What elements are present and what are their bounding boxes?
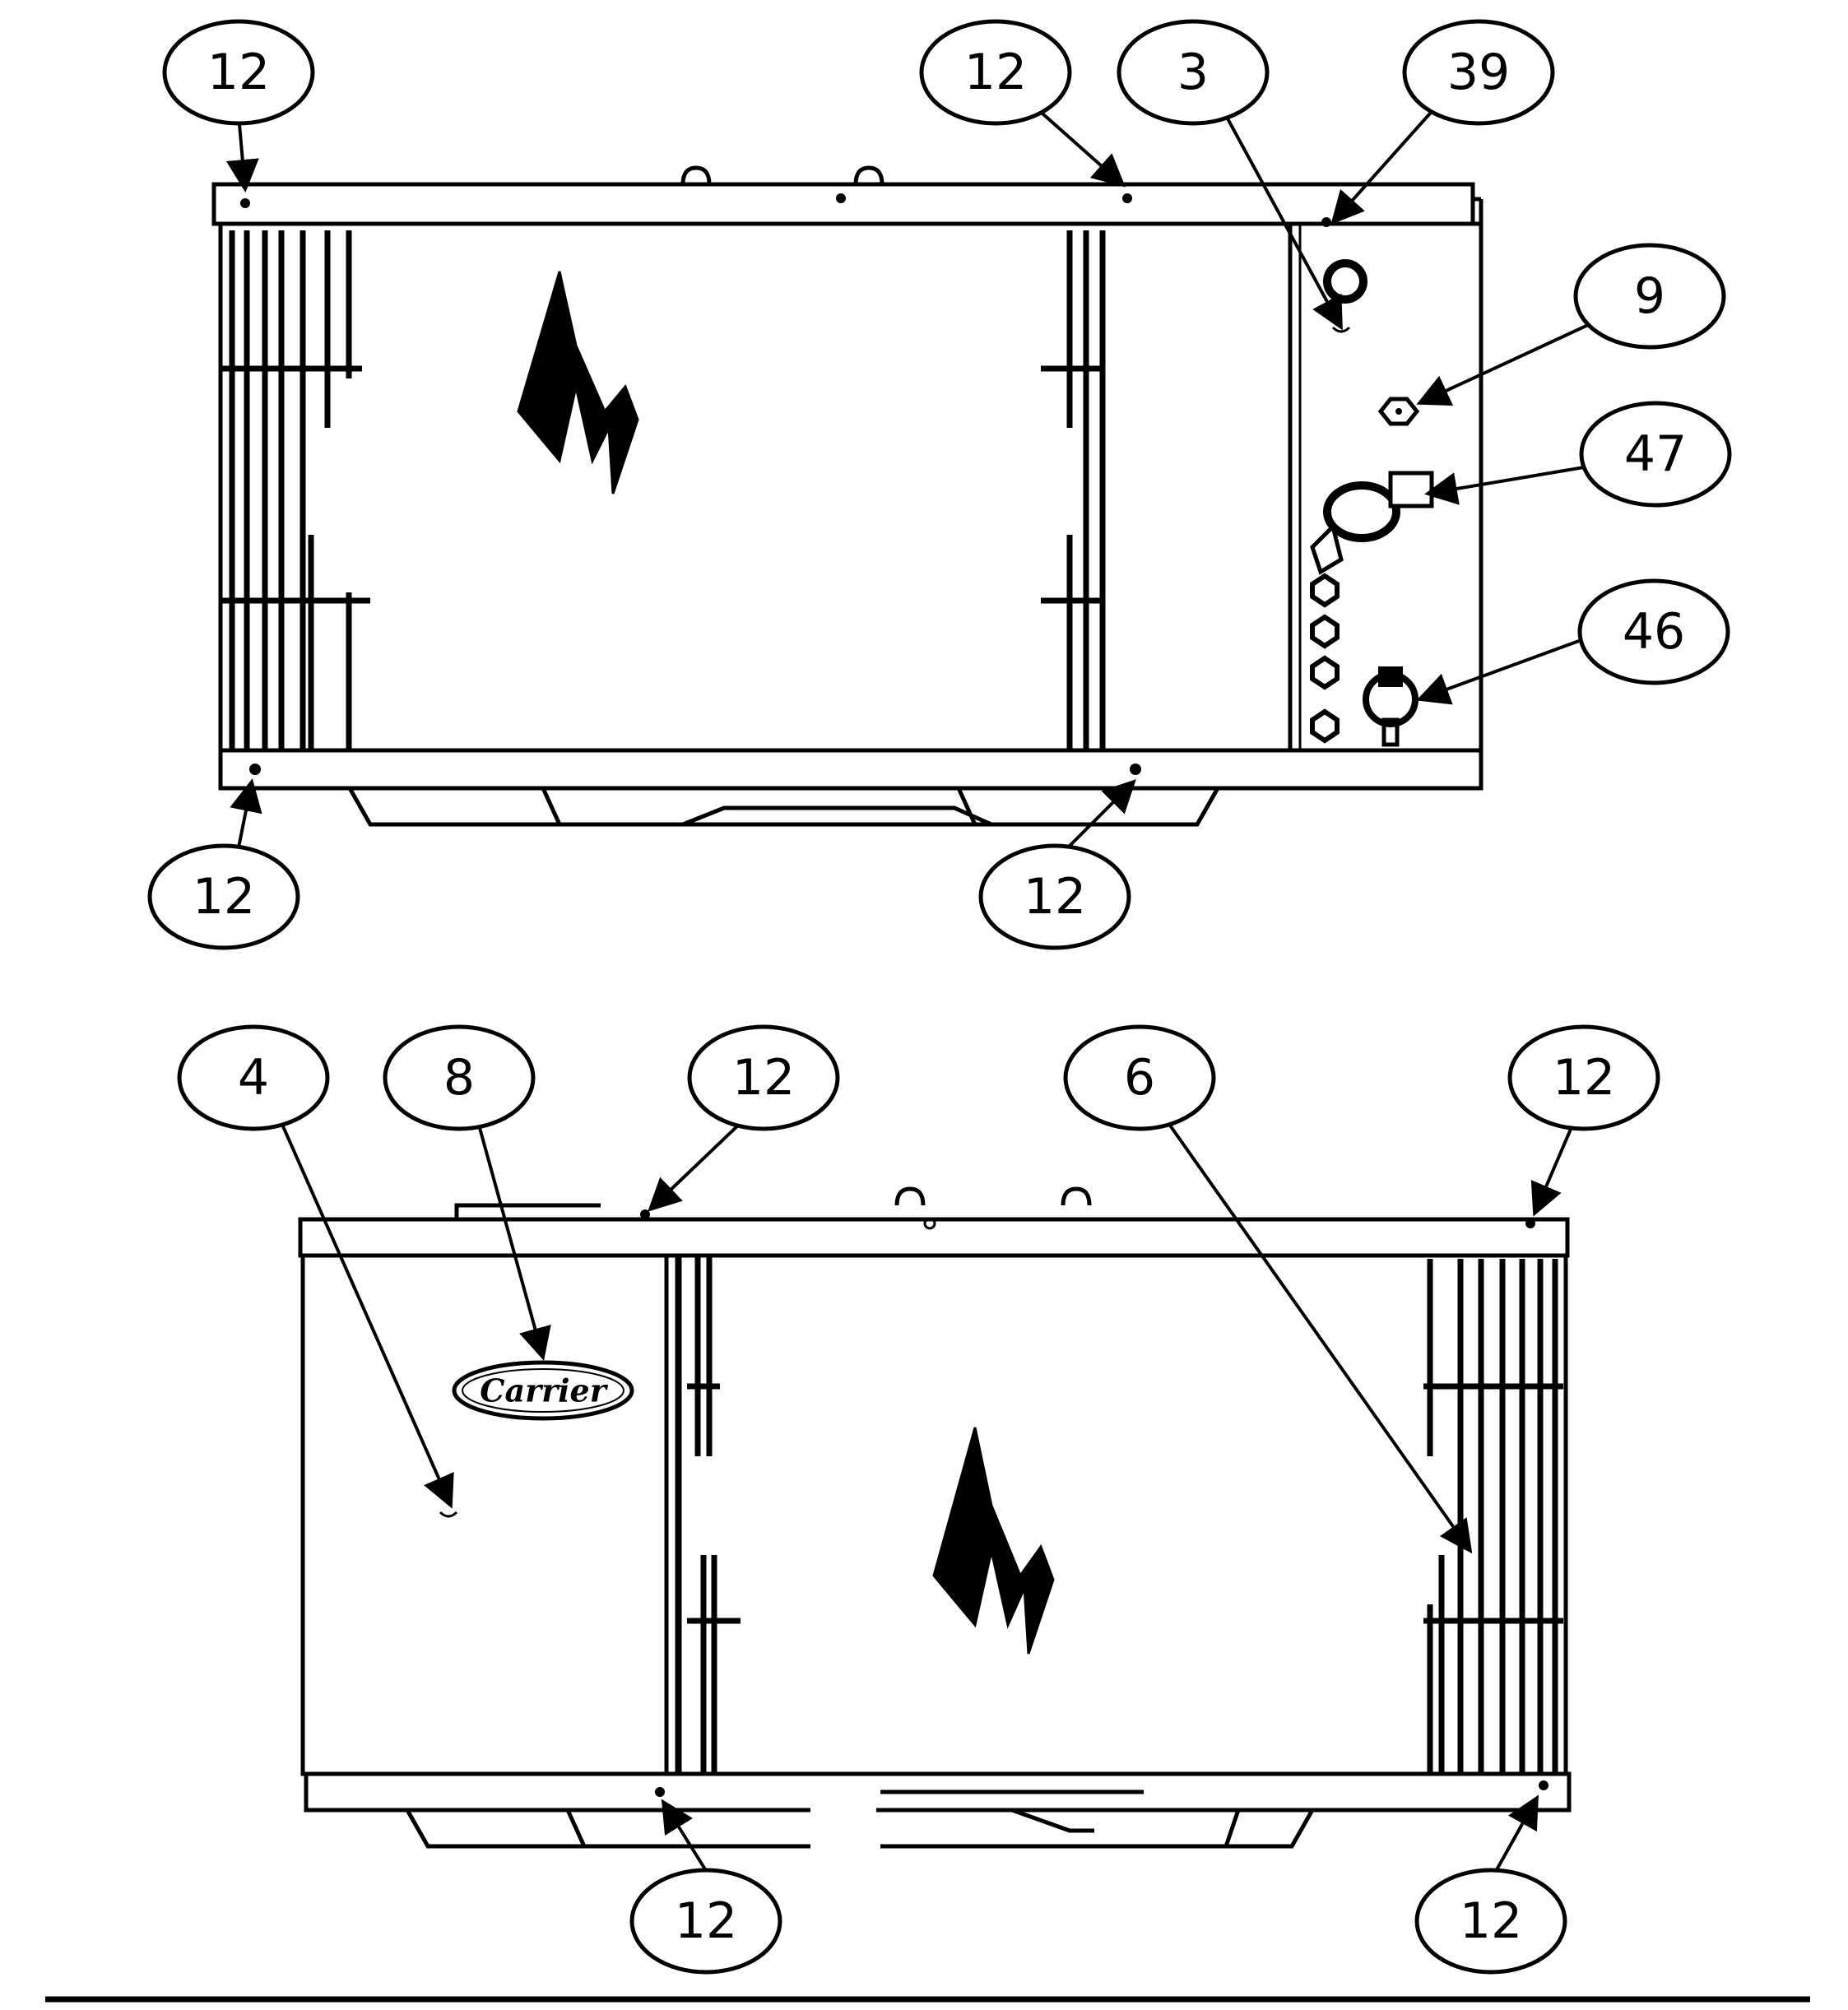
lower-cabinet — [300, 1253, 1568, 1776]
label-6: 6 — [1124, 1049, 1155, 1107]
callout-upper-bottom-mid-12 — [978, 843, 1131, 950]
upper-valve-46 — [1363, 666, 1419, 747]
upper-fitting-39 — [1323, 259, 1367, 304]
label-8: 8 — [443, 1049, 475, 1107]
label-3: 3 — [1177, 44, 1209, 101]
upper-top-rail — [211, 182, 1475, 226]
label-4: 4 — [238, 1049, 269, 1107]
callout-upper-bottom-left-12 — [147, 843, 300, 950]
callout-4 — [177, 1024, 330, 1131]
label-39: 39 — [1447, 44, 1510, 101]
label-upper-bottom-left-12: 12 — [193, 868, 255, 926]
callout-3 — [1117, 19, 1270, 126]
upper-rail-bump — [680, 165, 712, 185]
callout-lower-bottom-right-12 — [1414, 1868, 1567, 1975]
callout-47 — [1579, 401, 1732, 508]
upper-right-coil-grille — [1041, 230, 1106, 750]
lower-rail-bump — [894, 1186, 926, 1206]
label-upper-top-left-12: 12 — [207, 44, 270, 101]
label-lower-top-mid-12: 12 — [732, 1049, 795, 1107]
label-lower-bottom-right-12: 12 — [1460, 1892, 1522, 1950]
callout-46 — [1577, 578, 1730, 685]
carrier-logo-text: Carrier — [480, 1372, 609, 1409]
callout-lower-bottom-mid-12 — [629, 1868, 782, 1975]
label-47: 47 — [1624, 425, 1687, 483]
upper-knockouts — [1310, 573, 1340, 744]
upper-leader-lines — [225, 105, 1589, 849]
upper-bottom-rail — [218, 748, 1484, 791]
carrier-logo-badge — [452, 1360, 634, 1421]
lower-unit-view — [298, 1186, 1572, 1849]
lower-leader-lines — [278, 1118, 1573, 1881]
label-46: 46 — [1623, 603, 1685, 661]
callout-upper-top-mid-12 — [919, 19, 1072, 126]
callout-39 — [1402, 19, 1555, 126]
callout-6 — [1063, 1024, 1216, 1131]
lower-callouts — [177, 1024, 1660, 1975]
callout-8 — [383, 1024, 536, 1131]
label-9: 9 — [1634, 267, 1665, 325]
callout-upper-top-left-12 — [162, 19, 315, 126]
upper-base-foot — [347, 787, 1220, 827]
upper-callouts — [147, 19, 1732, 950]
callout-lower-top-mid-12 — [687, 1024, 840, 1131]
lower-base-foot — [405, 1808, 1315, 1849]
lower-left-coil-grille — [676, 1256, 741, 1774]
upper-rail-bump — [853, 165, 885, 185]
label-lower-top-right-12: 12 — [1553, 1049, 1615, 1107]
lower-rail-bump — [1061, 1186, 1092, 1206]
label-upper-top-mid-12: 12 — [964, 44, 1027, 101]
label-upper-bottom-mid-12: 12 — [1024, 868, 1086, 926]
lower-right-coil-grille — [1423, 1259, 1563, 1774]
lower-callout-labels: 4 8 12 6 12 12 12 — [238, 1049, 1615, 1950]
upper-left-coil-grille — [222, 230, 370, 750]
upper-plug-9 — [1377, 397, 1420, 426]
upper-callout-labels: 12 12 3 39 9 47 46 12 12 — [193, 44, 1687, 926]
callout-9 — [1573, 243, 1726, 350]
callout-lower-top-right-12 — [1507, 1024, 1660, 1131]
upper-airflow-symbol — [517, 271, 639, 494]
lower-airflow-symbol — [932, 1427, 1055, 1655]
label-lower-bottom-mid-12: 12 — [675, 1892, 737, 1950]
upper-unit-view — [211, 165, 1484, 827]
